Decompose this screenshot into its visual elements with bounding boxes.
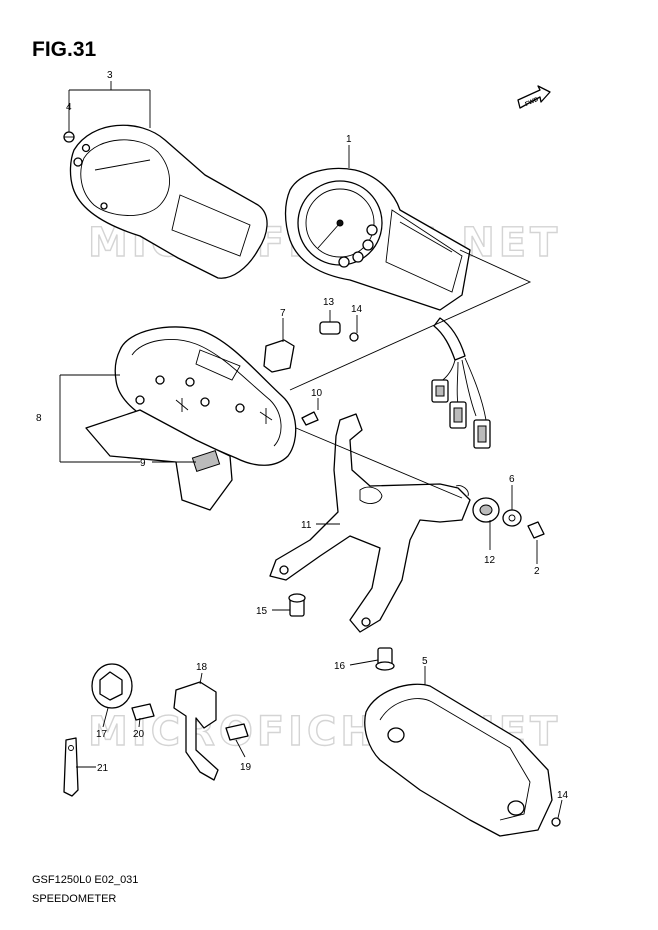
callout-8: 8	[36, 413, 42, 424]
svg-text:FWD: FWD	[525, 96, 541, 107]
callout-14-lower: 14	[557, 790, 569, 801]
callout-19: 19	[240, 762, 252, 773]
callout-15: 15	[256, 606, 268, 617]
callout-17: 17	[96, 729, 108, 740]
screw-part-10	[301, 411, 319, 426]
bolt-part-2	[527, 521, 545, 539]
callout-18: 18	[196, 662, 208, 673]
footer-code: GSF1250L0 E02_031	[32, 874, 139, 886]
meter-case-lower-part-8	[114, 326, 297, 466]
callout-11: 11	[301, 520, 312, 531]
switch-part-17	[91, 663, 133, 709]
callout-16: 16	[334, 661, 346, 672]
callout-1: 1	[346, 134, 352, 145]
callout-9: 9	[140, 458, 146, 469]
meter-bracket-part-11	[269, 413, 471, 633]
callout-5: 5	[422, 656, 428, 667]
callout-6: 6	[509, 474, 515, 485]
callout-2: 2	[534, 566, 540, 577]
bolt-part-19	[225, 723, 249, 741]
wiring-harness-connectors	[431, 357, 491, 449]
fwd-arrow-badge: FWD	[517, 85, 551, 109]
screw-part-14-upper	[349, 332, 359, 342]
grommet-part-12	[472, 497, 500, 523]
callout-13: 13	[323, 297, 335, 308]
figure-title: FIG.31	[32, 38, 97, 61]
callout-4: 4	[66, 102, 72, 113]
callout-20: 20	[133, 729, 145, 740]
bolt-part-16	[375, 647, 395, 671]
rubber-cushion-part-7	[263, 339, 295, 373]
washer-part-6	[502, 509, 522, 527]
speedometer-assembly-part-1	[284, 167, 471, 361]
callout-21: 21	[97, 763, 109, 774]
callout-7: 7	[280, 308, 286, 319]
callout-12: 12	[484, 555, 496, 566]
callout-10: 10	[311, 388, 323, 399]
leader-lines	[59, 81, 563, 819]
clamp-part-13	[319, 321, 341, 335]
screw-part-14-lower	[551, 817, 561, 827]
cushion-pad-part-9	[85, 409, 233, 511]
footer-name: SPEEDOMETER	[32, 893, 117, 905]
bolt-part-15	[288, 593, 306, 617]
callout-3: 3	[107, 70, 113, 81]
screw-cap-part-4	[63, 131, 75, 143]
meter-cover-lower-part-5	[364, 683, 553, 837]
callout-14-upper: 14	[351, 304, 363, 315]
holder-part-18	[173, 681, 219, 781]
screw-part-20	[131, 703, 155, 721]
meter-cover-upper-part-3	[69, 124, 268, 279]
clamp-part-21	[63, 737, 79, 797]
